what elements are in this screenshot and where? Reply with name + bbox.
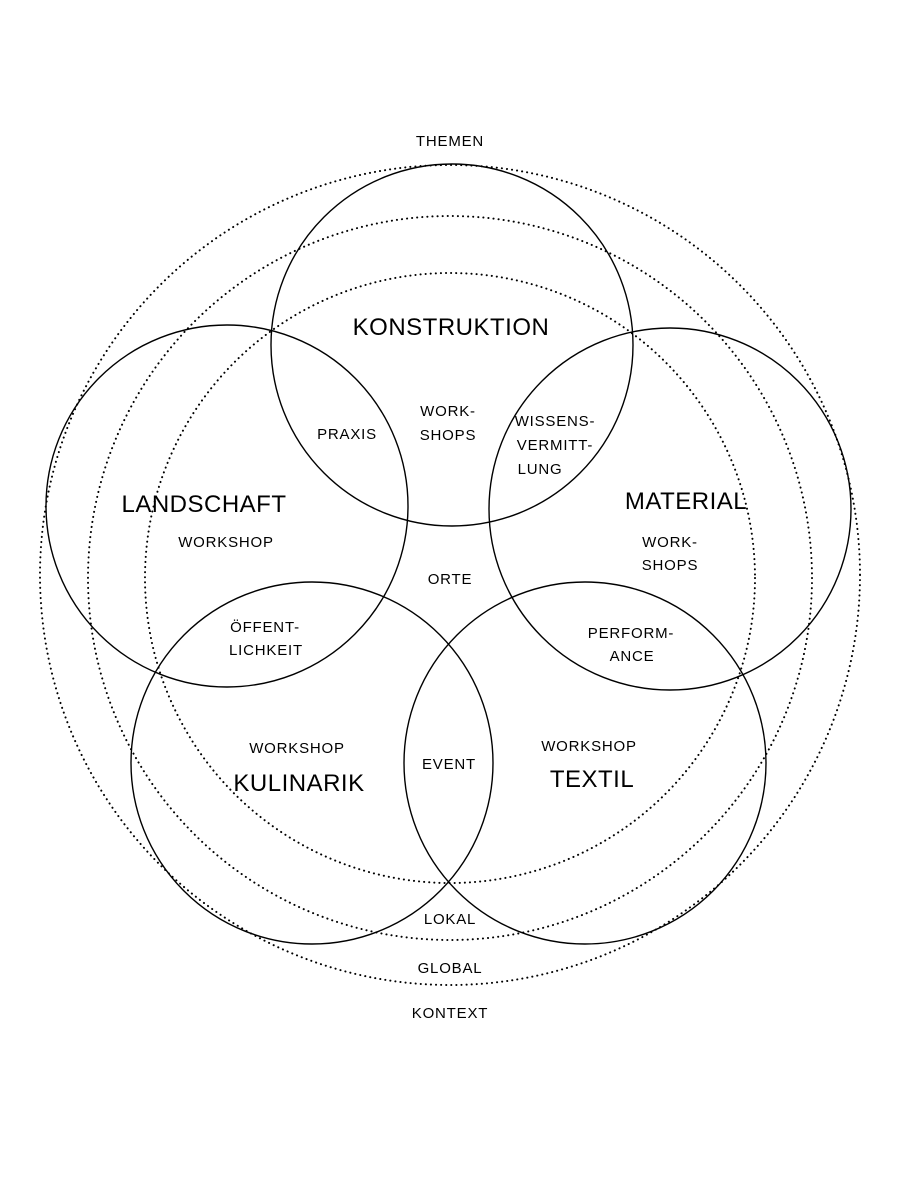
material-workshops-line1: WORK- [642, 534, 698, 551]
textil-label: TEXTIL [550, 766, 634, 793]
kulinarik-circle [130, 581, 494, 945]
wissensvermittlung-line2: VERMITT- [517, 437, 593, 454]
oeffentlichkeit-line2: LICHKEIT [229, 642, 303, 659]
wissensvermittlung-line3: LUNG [518, 461, 563, 478]
event-label: EVENT [422, 756, 476, 773]
material-circle [488, 327, 852, 691]
landschaft-label: LANDSCHAFT [121, 491, 286, 518]
lokal-ring [87, 215, 813, 941]
lokal-label: LOKAL [424, 911, 476, 928]
wissensvermittlung-line1: WISSENS- [515, 413, 596, 430]
center-workshops-line1: WORK- [420, 403, 476, 420]
praxis-label: PRAXIS [317, 426, 377, 443]
global-ring [39, 164, 861, 986]
material-label: MATERIAL [625, 488, 747, 515]
material-workshops-line2: SHOPS [642, 557, 699, 574]
konstruktion-label: KONSTRUKTION [353, 314, 550, 341]
landschaft-circle [45, 324, 409, 688]
orte-label: ORTE [428, 571, 473, 588]
kontext-label: KONTEXT [412, 1005, 488, 1022]
oeffentlichkeit-line1: ÖFFENT- [230, 618, 300, 636]
performance-line1: PERFORM- [588, 625, 674, 642]
konstruktion-circle [270, 163, 634, 527]
themen-label: THEMEN [416, 133, 484, 150]
textil-circle [403, 581, 767, 945]
kulinarik-label: KULINARIK [233, 770, 364, 797]
global-label: GLOBAL [418, 960, 483, 977]
center-workshops-line2: SHOPS [420, 427, 477, 444]
performance-line2: ANCE [610, 648, 655, 665]
textil-workshop-label: WORKSHOP [541, 738, 637, 755]
kulinarik-workshop-label: WORKSHOP [249, 740, 345, 757]
landschaft-workshop-label: WORKSHOP [178, 534, 274, 551]
